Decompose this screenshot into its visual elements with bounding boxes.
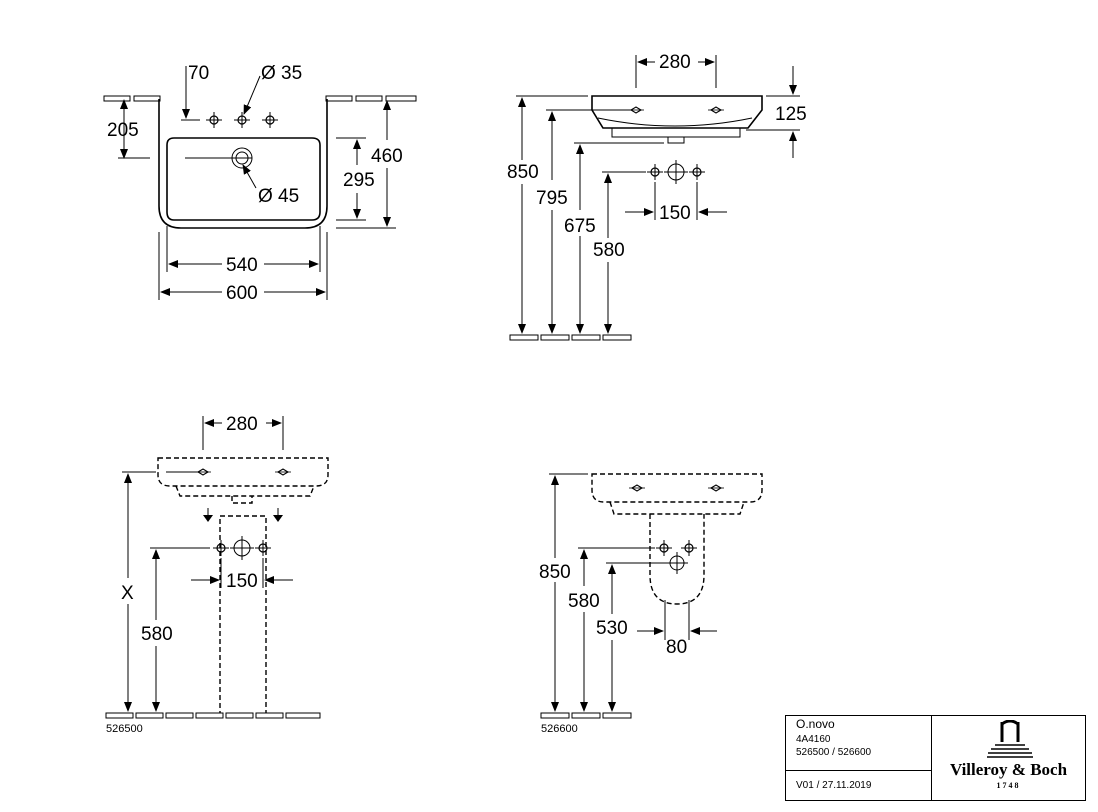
waste-pipe-icon: [666, 552, 688, 574]
overflow-height-label: 675: [564, 216, 596, 237]
article-code-semi-pedestal: 526600: [541, 723, 578, 735]
title-block-divider: [786, 770, 931, 771]
supply-left-icon: [646, 163, 664, 181]
tap-hole-left-icon: [628, 484, 646, 492]
tap-height-label: 205: [107, 120, 139, 141]
supply-right-icon: [254, 539, 272, 557]
basin-front-outline: [591, 95, 763, 129]
arrow-down-left-icon: [203, 508, 213, 522]
waste-height-label: 530: [596, 618, 628, 639]
top-view: 70 Ø 35 Ø 45 205 295 460 540 600: [103, 63, 417, 304]
waste-pipe-icon: [664, 160, 688, 184]
inner-depth-label: 295: [343, 170, 375, 191]
supply-left-icon: [212, 539, 230, 557]
rim-height-label: 125: [775, 104, 807, 125]
floor-line: [509, 334, 632, 341]
basin-bowl: [166, 137, 321, 221]
tap-hole-center-icon: [233, 111, 251, 129]
supply-spacing-label: 150: [226, 571, 258, 592]
supply-right-icon: [680, 539, 698, 557]
rim-floor-height-label: 850: [539, 562, 571, 583]
height-x-label: X: [121, 583, 134, 604]
wall-line: [103, 95, 417, 102]
basin-outline: [158, 99, 328, 229]
inner-width-label: 540: [226, 255, 258, 276]
underside-height-label: 795: [536, 188, 568, 209]
tap-hole-right-icon: [261, 111, 279, 129]
supply-left-icon: [655, 539, 673, 557]
floor-line: [540, 712, 632, 719]
arrow-down-right-icon: [273, 508, 283, 522]
version-date: V01 / 27.11.2019: [796, 780, 872, 791]
front-view-semi-pedestal: 850 580 530 80 526600: [539, 473, 763, 735]
brand-name: Villeroy & Boch: [949, 760, 1068, 779]
title-block: O.novo 4A4160 526500 / 526600 V01 / 27.1…: [785, 715, 1086, 801]
rim-floor-height-label: 850: [507, 162, 539, 183]
supply-spacing-label: 150: [659, 203, 691, 224]
waste-pipe-icon: [230, 536, 254, 560]
product-name: O.novo: [796, 717, 835, 731]
title-block-info: O.novo 4A4160 526500 / 526600 V01 / 27.1…: [786, 716, 932, 800]
tap-hole-left-icon: [205, 111, 223, 129]
supply-height-label: 580: [141, 624, 173, 645]
semi-pedestal-outline: [649, 514, 705, 605]
tap-hole-right-icon: [707, 484, 725, 492]
supply-height-label: 580: [593, 240, 625, 261]
supply-height-label: 580: [568, 591, 600, 612]
total-width-label: 600: [226, 283, 258, 304]
tap-offset-label: 70: [188, 63, 209, 84]
tap-hole-right-icon: [707, 106, 725, 114]
holes-spacing-label: 280: [659, 52, 691, 73]
article-code-pedestal: 526500: [106, 723, 143, 735]
front-view-pedestal: 280 150: [105, 414, 329, 735]
pedestal-codes: 526500 / 526600: [796, 747, 872, 758]
brand-block: Villeroy & Boch 1748: [932, 716, 1085, 800]
tap-hole-diameter-label: Ø 35: [261, 63, 302, 84]
tap-hole-right-icon: [274, 468, 292, 476]
floor-line: [105, 712, 321, 719]
pedestal-column: [219, 515, 267, 716]
brand-logo-icon: [987, 720, 1033, 758]
waste-width-label: 80: [666, 637, 687, 658]
total-depth-label: 460: [371, 146, 403, 167]
waste-outlet-icon: [231, 147, 253, 169]
holes-spacing-label: 280: [226, 414, 258, 435]
front-view-wall-hung: 280 125 850 795 675 580: [507, 52, 807, 341]
brand-year: 1748: [996, 781, 1021, 790]
product-code: 4A4160: [796, 734, 831, 745]
basin-dashed-outline: [591, 473, 763, 503]
supply-right-icon: [688, 163, 706, 181]
waste-hole-diameter-label: Ø 45: [258, 186, 299, 207]
